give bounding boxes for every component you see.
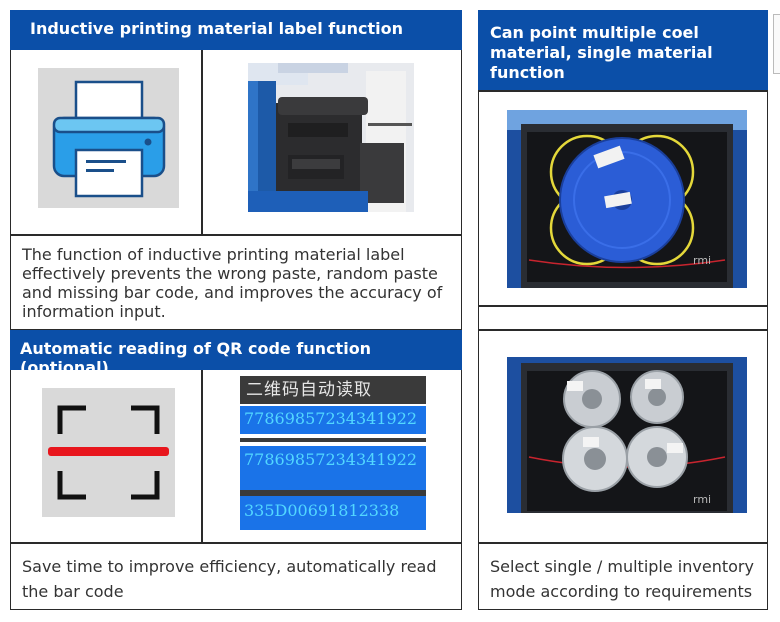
qr-code-value: 335D00691812338 bbox=[240, 496, 426, 530]
scan-icon-image bbox=[42, 388, 175, 517]
single-reel-photo: rmi bbox=[507, 110, 747, 288]
reel bbox=[562, 426, 628, 492]
inventory-mode-description: Select single / multiple inventory mode … bbox=[490, 557, 754, 601]
divider bbox=[478, 90, 768, 92]
divider bbox=[478, 305, 768, 307]
divider bbox=[478, 542, 768, 544]
reel bbox=[626, 426, 688, 488]
qr-description: Save time to improve efficiency, automat… bbox=[22, 557, 437, 601]
reel bbox=[563, 370, 621, 428]
edge-frame bbox=[773, 14, 780, 74]
divider bbox=[240, 490, 426, 496]
qr-screen-title: 二维码自动读取 bbox=[240, 376, 426, 404]
qr-code-value: 77869857234341922 bbox=[240, 446, 426, 490]
qr-code-value: 77869857234341922 bbox=[240, 406, 426, 434]
divider bbox=[10, 542, 462, 544]
divider bbox=[201, 370, 203, 543]
divider bbox=[10, 234, 462, 236]
qr-scan-icon bbox=[48, 405, 169, 500]
inventory-mode-section bbox=[478, 330, 768, 610]
label-printer-photo bbox=[248, 63, 414, 212]
qr-reading-screen: 二维码自动读取 77869857234341922 77869857234341… bbox=[238, 376, 427, 532]
multi-material-section-title: Can point multiple coel material, single… bbox=[478, 10, 768, 90]
qr-section-title: Automatic reading of QR code function (o… bbox=[10, 330, 462, 377]
machine-logo: rmi bbox=[693, 254, 711, 267]
machine-logo: rmi bbox=[693, 493, 711, 506]
divider bbox=[201, 50, 203, 235]
printing-section-title: Inductive printing material label functi… bbox=[10, 10, 462, 50]
multiple-reels-photo: rmi bbox=[507, 357, 747, 513]
divider bbox=[240, 438, 426, 442]
reel bbox=[630, 370, 684, 424]
printer-icon bbox=[52, 80, 166, 198]
printer-icon-image bbox=[38, 68, 179, 208]
printing-description: The function of inductive printing mater… bbox=[22, 245, 443, 321]
